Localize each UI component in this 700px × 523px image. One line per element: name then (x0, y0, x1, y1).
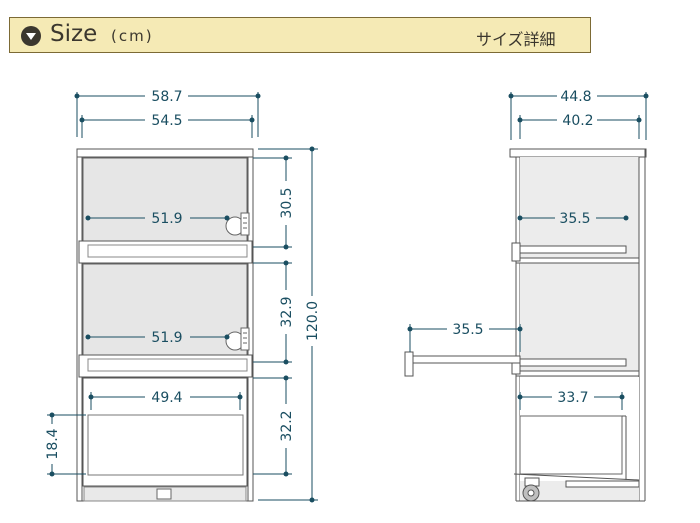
dim-upper-compartment-height: 30.5 (279, 187, 295, 218)
front-view: 58.7 54.5 51.9 51.9 49.4 18.4 (45, 89, 321, 503)
dim-side-upper-shelf-depth: 35.5 (559, 211, 590, 227)
dim-front-overall-width: 58.7 (151, 89, 182, 105)
section-header: Size (cm) サイズ詳細 (9, 17, 591, 53)
upper-compartment (82, 157, 248, 242)
upper-slide-shelf-front (87, 244, 248, 258)
outlet-upper-icon (225, 212, 250, 236)
dim-middle-shelf-width: 51.9 (151, 330, 182, 346)
dim-side-drawer-depth: 33.7 (557, 390, 588, 406)
extended-slide-shelf-handle (404, 351, 414, 377)
dim-side-overall-depth: 44.8 (560, 89, 591, 105)
side-upper-slide-shelf (519, 245, 627, 254)
dim-upper-shelf-width: 51.9 (151, 211, 182, 227)
middle-compartment (82, 263, 248, 356)
caster (156, 488, 172, 500)
dim-middle-compartment-height: 32.9 (279, 296, 295, 327)
dim-front-inner-width: 54.5 (151, 113, 182, 129)
drawer-front (87, 414, 244, 476)
side-drawer (519, 415, 623, 475)
outlet-middle-icon (225, 327, 250, 351)
dim-side-inner-depth: 40.2 (562, 113, 593, 129)
dim-lower-compartment-height: 32.2 (279, 410, 295, 441)
size-detail-label: サイズ詳細 (476, 30, 556, 49)
side-upper-shelf-board (515, 257, 640, 264)
dim-slide-shelf-extension: 35.5 (452, 322, 483, 338)
side-view: 44.8 40.2 35.5 35.5 33.7 (404, 89, 649, 502)
middle-slide-shelf-front (87, 358, 248, 372)
dim-drawer-front-height: 18.4 (45, 428, 61, 459)
caster-wheel-icon (522, 477, 540, 502)
front-top-board (76, 148, 254, 158)
section-title: Size (50, 21, 98, 47)
side-top-board (509, 148, 647, 158)
side-middle-shelf-board (515, 370, 640, 377)
side-middle-slide-shelf (519, 358, 627, 367)
dim-front-overall-height: 120.0 (305, 301, 321, 341)
unit-label: (cm) (111, 27, 154, 45)
dim-drawer-width: 49.4 (151, 390, 182, 406)
extended-slide-shelf (412, 355, 521, 364)
chevron-down-circle-icon (21, 26, 41, 46)
